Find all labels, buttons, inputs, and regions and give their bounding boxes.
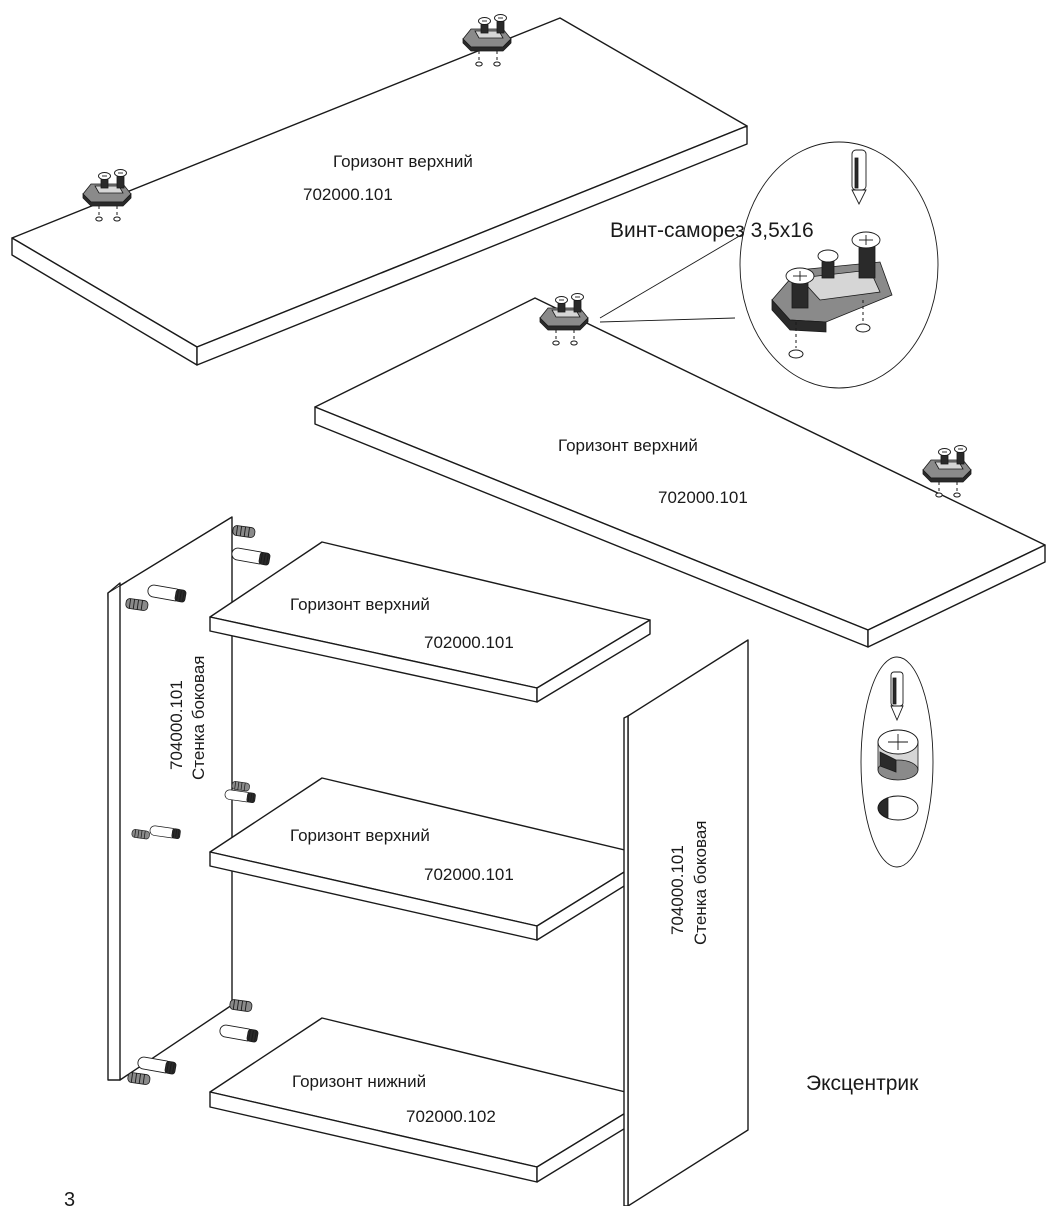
eccentric-label: Эксцентрик bbox=[806, 1072, 919, 1095]
shelf-upper-name: Горизонт верхний bbox=[290, 595, 430, 614]
shelf-bottom-name: Горизонт нижний bbox=[292, 1072, 426, 1091]
top-shelf-2-name: Горизонт верхний bbox=[558, 436, 698, 455]
pin-icon bbox=[231, 524, 256, 539]
side-wall-left: 704000.101 Стенка боковая bbox=[107, 516, 233, 1081]
top-shelf-1-name: Горизонт верхний bbox=[333, 152, 473, 171]
side-wall-right: 704000.101 Стенка боковая bbox=[623, 639, 749, 1207]
shelf-middle-name: Горизонт верхний bbox=[290, 826, 430, 845]
shelf-middle: Горизонт верхний 702000.101 bbox=[209, 777, 651, 941]
screw-callout: Винт-саморез 3,5x16 bbox=[599, 141, 939, 389]
cam-hole-icon bbox=[877, 795, 919, 821]
dowel-icon bbox=[218, 1023, 259, 1043]
shelf-middle-code: 702000.101 bbox=[424, 865, 514, 884]
screw-label: Винт-саморез 3,5x16 bbox=[610, 219, 814, 242]
top-shelf-2: Горизонт верхний 702000.101 bbox=[314, 293, 1046, 648]
top-shelf-1-code: 702000.101 bbox=[303, 185, 393, 204]
detail-magnifier bbox=[739, 141, 939, 389]
dowel-icon bbox=[230, 546, 271, 566]
side-right-code: 704000.101 bbox=[668, 845, 687, 935]
side-right-name: Стенка боковая bbox=[691, 821, 710, 945]
side-left-code: 704000.101 bbox=[167, 680, 186, 770]
pin-icon bbox=[228, 998, 253, 1013]
screwdriver-icon bbox=[851, 149, 867, 206]
shelf-upper: Горизонт верхний 702000.101 bbox=[209, 541, 651, 703]
top-shelf-2-code: 702000.101 bbox=[658, 488, 748, 507]
shelf-bottom: Горизонт нижний 702000.102 bbox=[209, 1017, 651, 1183]
pin-icon bbox=[231, 780, 251, 792]
pin-icon bbox=[126, 1071, 151, 1086]
shelf-bottom-code: 702000.102 bbox=[406, 1107, 496, 1126]
top-shelf-1: Горизонт верхний 702000.101 bbox=[11, 14, 748, 366]
screwdriver-icon bbox=[890, 671, 904, 722]
side-left-name: Стенка боковая bbox=[189, 656, 208, 780]
mounting-plate-detail-icon bbox=[771, 231, 893, 359]
dowel-icon bbox=[136, 1055, 177, 1075]
step-number: 3 bbox=[64, 1189, 75, 1206]
shelf-upper-code: 702000.101 bbox=[424, 633, 514, 652]
eccentric-icon bbox=[877, 729, 919, 781]
eccentric-callout: Эксцентрик bbox=[806, 656, 934, 1095]
